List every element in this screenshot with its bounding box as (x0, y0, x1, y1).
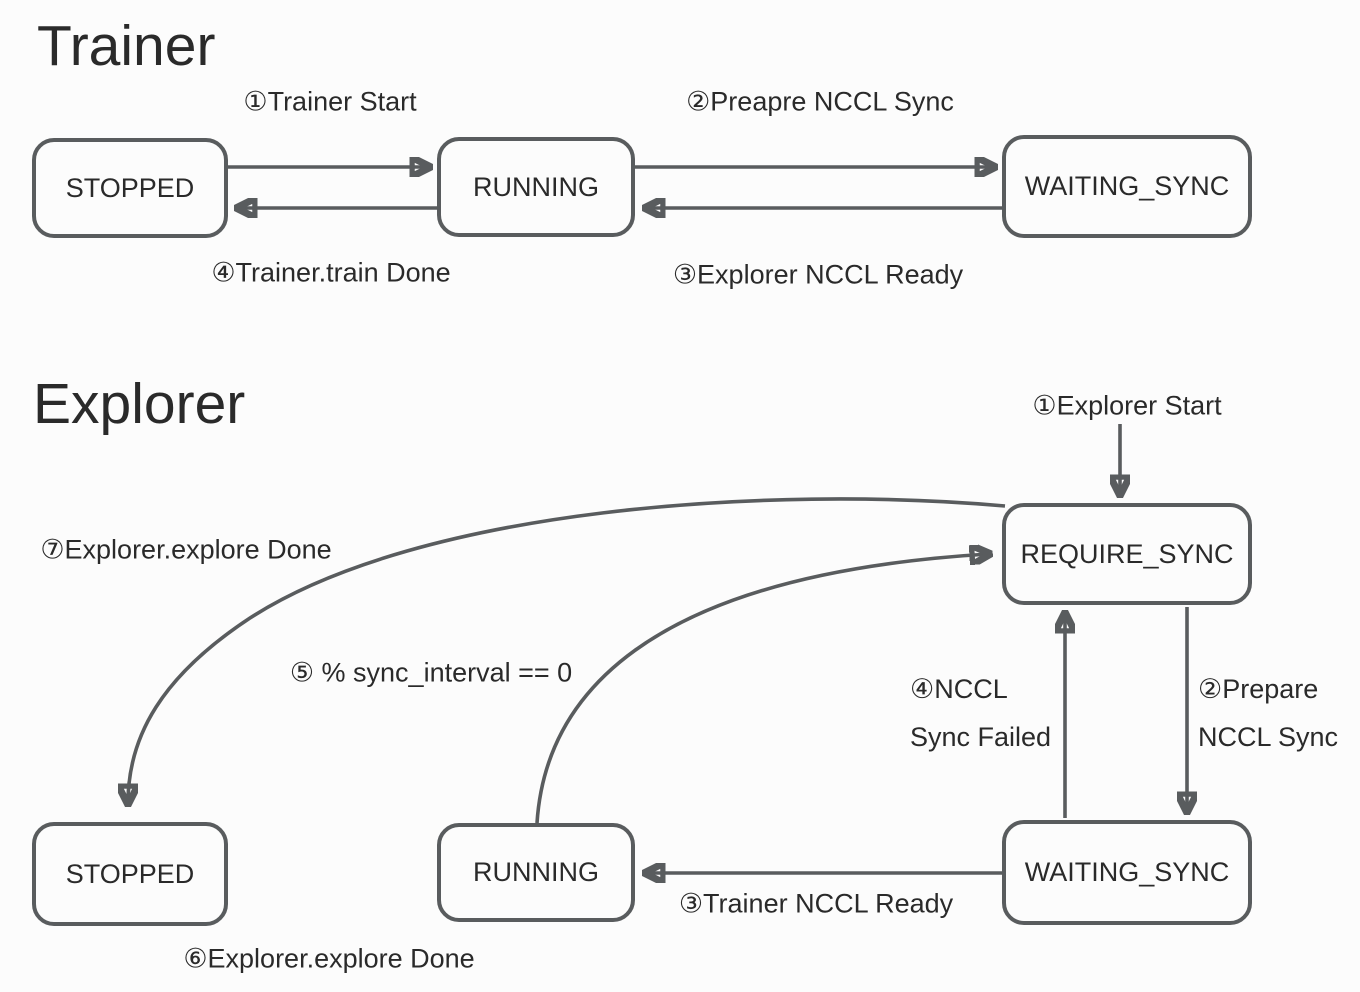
explorer-transition-label-sync-interval: ⑤ % sync_interval == 0 (289, 657, 573, 688)
explorer-transition-label-explore-done-6: ⑥Explorer.explore Done (183, 943, 475, 974)
edge-explorer-sync-interval (535, 554, 989, 824)
trainer-transition-label-train-done: ④Trainer.train Done (211, 257, 451, 288)
trainer-state-waiting-sync-label: WAITING_SYNC (1024, 171, 1230, 201)
trainer-state-running-label: RUNNING (473, 171, 599, 202)
trainer-transition-label-start: ①Trainer Start (243, 86, 417, 117)
explorer-state-require-sync-label: REQUIRE_SYNC (1020, 538, 1234, 569)
explorer-state-stopped-label: STOPPED (65, 858, 195, 889)
explorer-transition-label-explore-done-7: ⑦Explorer.explore Done (40, 534, 332, 565)
explorer-transition-label-start: ①Explorer Start (1032, 390, 1222, 421)
explorer-transition-label-prepare-line2: NCCL Sync (1198, 722, 1339, 752)
trainer-transition-label-prepare-nccl-sync: ②Preapre NCCL Sync (686, 86, 954, 117)
trainer-state-running: RUNNING (437, 137, 635, 237)
explorer-state-running: RUNNING (437, 823, 635, 922)
explorer-transition-label-nccl-failed-line2: Sync Failed (910, 722, 1052, 752)
edge-explorer-explore-done (128, 497, 1006, 803)
trainer-transition-label-explorer-nccl-ready: ③Explorer NCCL Ready (672, 259, 964, 290)
explorer-state-require-sync: REQUIRE_SYNC (1002, 503, 1252, 605)
explorer-transition-label-trainer-nccl-ready: ③Trainer NCCL Ready (678, 888, 954, 919)
explorer-section-title: Explorer (33, 372, 246, 436)
explorer-transition-label-nccl-sync-failed: ④NCCL Sync Failed (910, 665, 1051, 761)
trainer-state-stopped: STOPPED (32, 138, 228, 238)
trainer-section-title: Trainer (37, 14, 216, 78)
explorer-transition-label-prepare-nccl-sync: ②Prepare NCCL Sync (1198, 665, 1338, 761)
explorer-state-running-label: RUNNING (473, 857, 599, 887)
explorer-state-waiting-sync: WAITING_SYNC (1002, 820, 1252, 925)
explorer-transition-label-nccl-failed-line1: ④NCCL (910, 674, 1008, 704)
explorer-transition-label-prepare-line1: ②Prepare (1198, 674, 1319, 704)
explorer-state-stopped: STOPPED (32, 822, 228, 926)
explorer-state-waiting-sync-label: WAITING_SYNC (1024, 857, 1230, 887)
trainer-state-stopped-label: STOPPED (65, 172, 195, 203)
trainer-state-waiting-sync: WAITING_SYNC (1002, 135, 1252, 238)
